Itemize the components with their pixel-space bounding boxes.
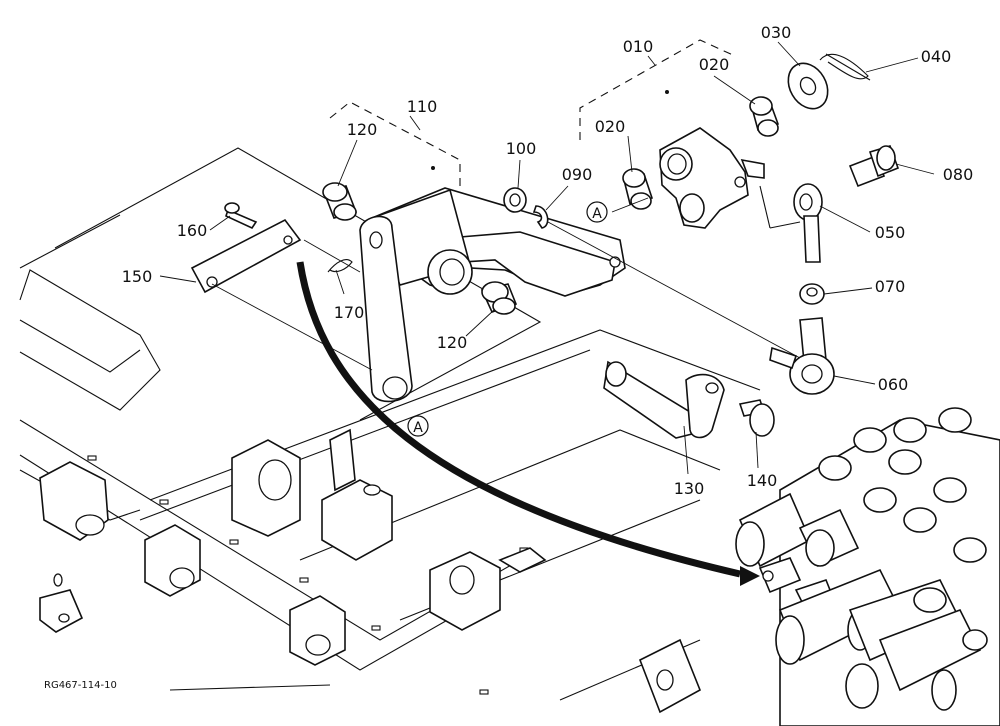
lever-010 [579,39,765,229]
reference-mark-lower: A [407,415,429,437]
rod-end-060 [769,317,835,395]
frame-assembly [19,147,761,714]
rod-end-050 [793,183,823,263]
callout-040: 040 [921,47,952,66]
lever-110 [329,101,626,403]
callout-120-upper: 120 [347,120,378,139]
bushing-020-left [622,168,654,210]
callout-020-right: 020 [699,55,730,74]
callout-050: 050 [875,223,906,242]
bushing-020-right [749,96,780,137]
reference-mark-upper-label: A [592,206,602,222]
drawing-id: RG467-114-10 [44,680,117,691]
callout-170: 170 [334,303,365,322]
pin-130 [603,360,725,439]
callout-110: 110 [407,97,438,116]
callout-090: 090 [562,165,593,184]
nut-070 [799,283,825,305]
callout-010: 010 [623,37,654,56]
washer-090 [532,205,549,229]
callout-labels: 010 020 020 030 040 050 060 070 080 090 … [122,23,974,498]
callout-160: 160 [177,221,208,240]
leader-lines [159,41,935,475]
callout-130: 130 [674,479,705,498]
reference-mark-lower-label: A [413,420,423,436]
nut-100 [503,187,527,213]
bolt-080 [848,145,900,188]
routing-arrow [296,261,760,586]
callout-080: 080 [943,165,974,184]
bushing-120-upper [322,182,358,221]
callout-030: 030 [761,23,792,42]
callout-100: 100 [506,139,537,158]
callout-020-left: 020 [595,117,626,136]
reference-mark-upper: A [586,201,608,223]
washer-030 [787,62,829,110]
callout-150: 150 [122,267,153,286]
control-valve [735,407,1000,726]
callout-060: 060 [878,375,909,394]
cotter-pin-040 [819,53,871,81]
callout-140: 140 [747,471,778,490]
bushing-120-lower [480,281,518,315]
bolt-140 [738,399,775,437]
callout-120-lower: 120 [437,333,468,352]
callout-070: 070 [875,277,906,296]
plate-150 [190,218,302,294]
pin-160 [224,202,258,230]
